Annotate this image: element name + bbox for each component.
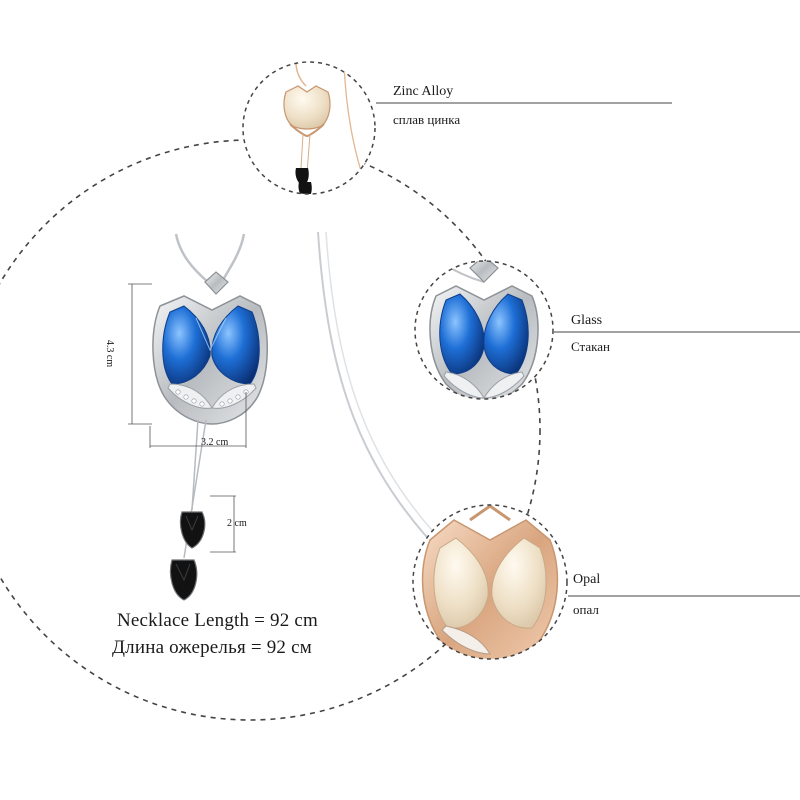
dimension-width-label: 3.2 cm [201, 437, 229, 448]
zoom-circle-opal [412, 504, 568, 660]
dimension-height-label: 4.3 cm [104, 339, 116, 368]
material-label-glass-ru: Стакан [571, 339, 610, 354]
zoom-circle-glass [414, 260, 554, 400]
chain-strand [325, 231, 457, 557]
material-label-opal-ru: опал [573, 602, 599, 617]
material-label-zinc-alloy-en: Zinc Alloy [393, 84, 454, 99]
material-label-zinc-alloy-ru: сплав цинка [393, 112, 461, 127]
material-label-glass-en: Glass [571, 313, 603, 328]
dimension-drop-label: 2 cm [227, 518, 247, 529]
chain-strand [317, 231, 449, 561]
necklace-length-ru: Длина ожерелья = 92 см [112, 637, 312, 658]
material-label-opal-en: Opal [573, 572, 601, 587]
zoom-circle-zinc-alloy [242, 61, 376, 195]
pendant-main [152, 233, 268, 601]
large-dashed-circle [0, 139, 541, 721]
necklace-length-en: Necklace Length = 92 cm [117, 610, 319, 631]
dimension-guides [128, 283, 247, 553]
